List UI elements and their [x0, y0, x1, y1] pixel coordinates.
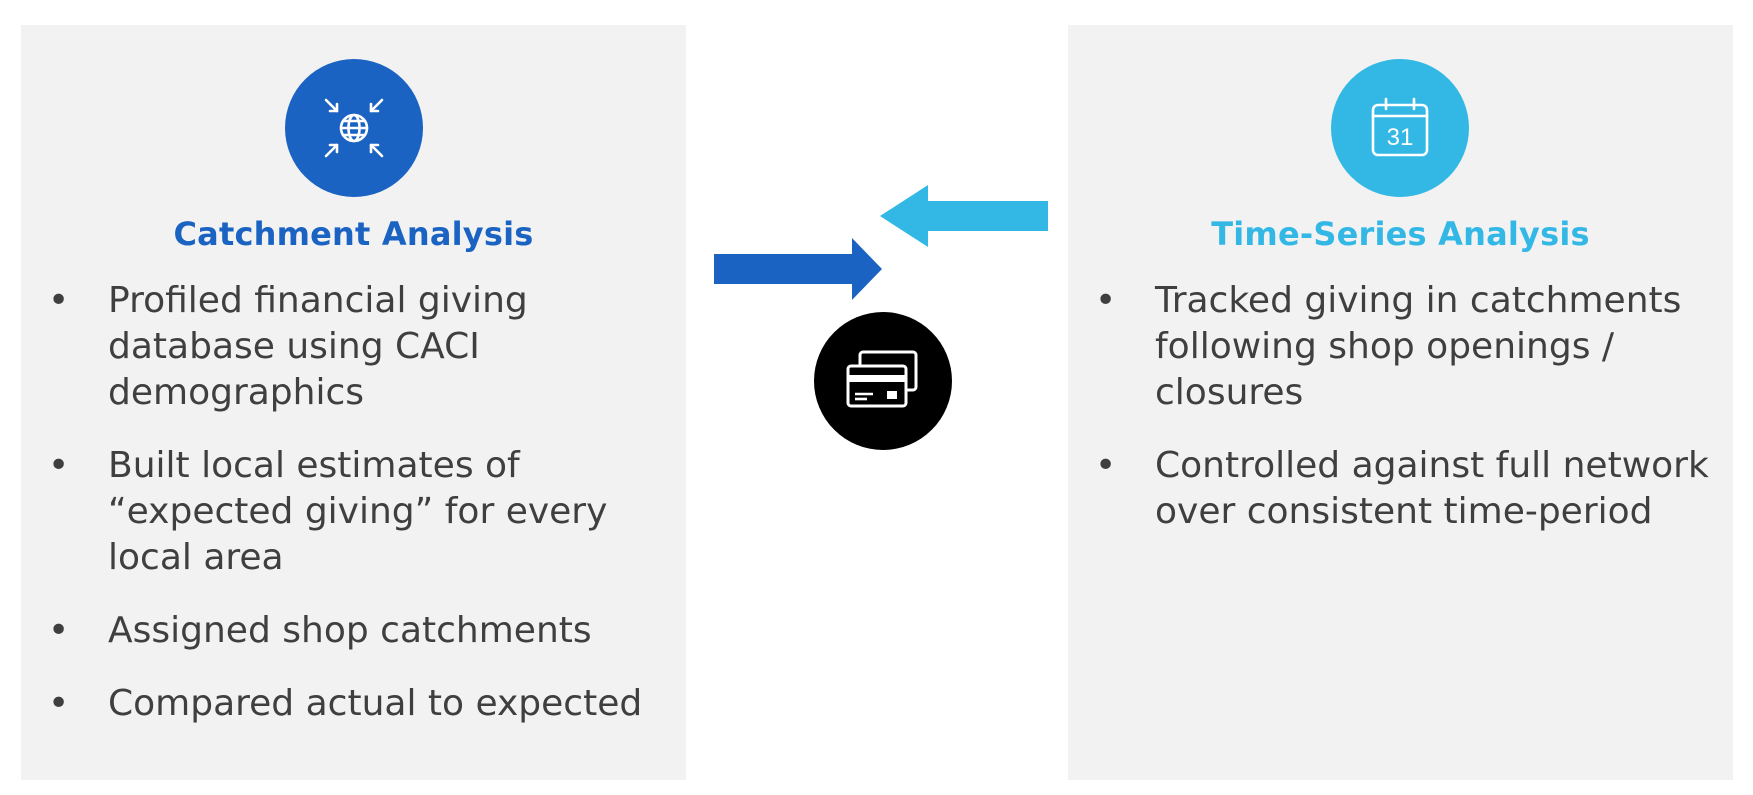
catchment-analysis-panel: Catchment Analysis • Profiled financial g…: [21, 25, 686, 780]
bullet-dot: •: [48, 445, 70, 486]
bullet-text: Compared actual to expected: [108, 683, 643, 724]
list-item: • Assigned shop catchments: [21, 608, 686, 654]
credit-cards-icon: [814, 312, 952, 450]
bullet-dot: •: [48, 683, 70, 724]
bullet-dot: •: [1095, 280, 1117, 321]
list-item: • Profiled financial giving database usin…: [21, 278, 686, 416]
list-item: • Built local estimates of “expected givi…: [21, 443, 686, 581]
list-item: • Compared actual to expected: [21, 681, 686, 727]
arrow-left-icon: [880, 185, 1048, 247]
bullet-dot: •: [1095, 445, 1117, 486]
time-series-analysis-panel: 31 Time-Series Analysis • Tracked giving …: [1068, 25, 1733, 780]
time-series-analysis-title: Time-Series Analysis: [1211, 215, 1590, 253]
calendar-icon: 31: [1331, 59, 1469, 197]
bullet-text: Controlled against full network over con…: [1155, 445, 1709, 532]
calendar-day-label: 31: [1387, 124, 1414, 151]
list-item: • Controlled against full network over co…: [1068, 443, 1733, 535]
list-item: • Tracked giving in catchments following …: [1068, 278, 1733, 416]
catchment-analysis-title: Catchment Analysis: [173, 215, 534, 253]
bullet-text: Assigned shop catchments: [108, 610, 592, 651]
bullet-text: Tracked giving in catchments following s…: [1155, 280, 1682, 413]
bullet-text: Built local estimates of “expected givin…: [108, 445, 608, 578]
catchment-bullet-list: • Profiled financial giving database usin…: [21, 278, 686, 754]
arrow-right-icon: [714, 238, 882, 300]
bullet-text: Profiled financial giving database using…: [108, 280, 528, 413]
time-series-bullet-list: • Tracked giving in catchments following …: [1068, 278, 1733, 562]
bullet-dot: •: [48, 280, 70, 321]
bullet-dot: •: [48, 610, 70, 651]
globe-converge-icon: [285, 59, 423, 197]
